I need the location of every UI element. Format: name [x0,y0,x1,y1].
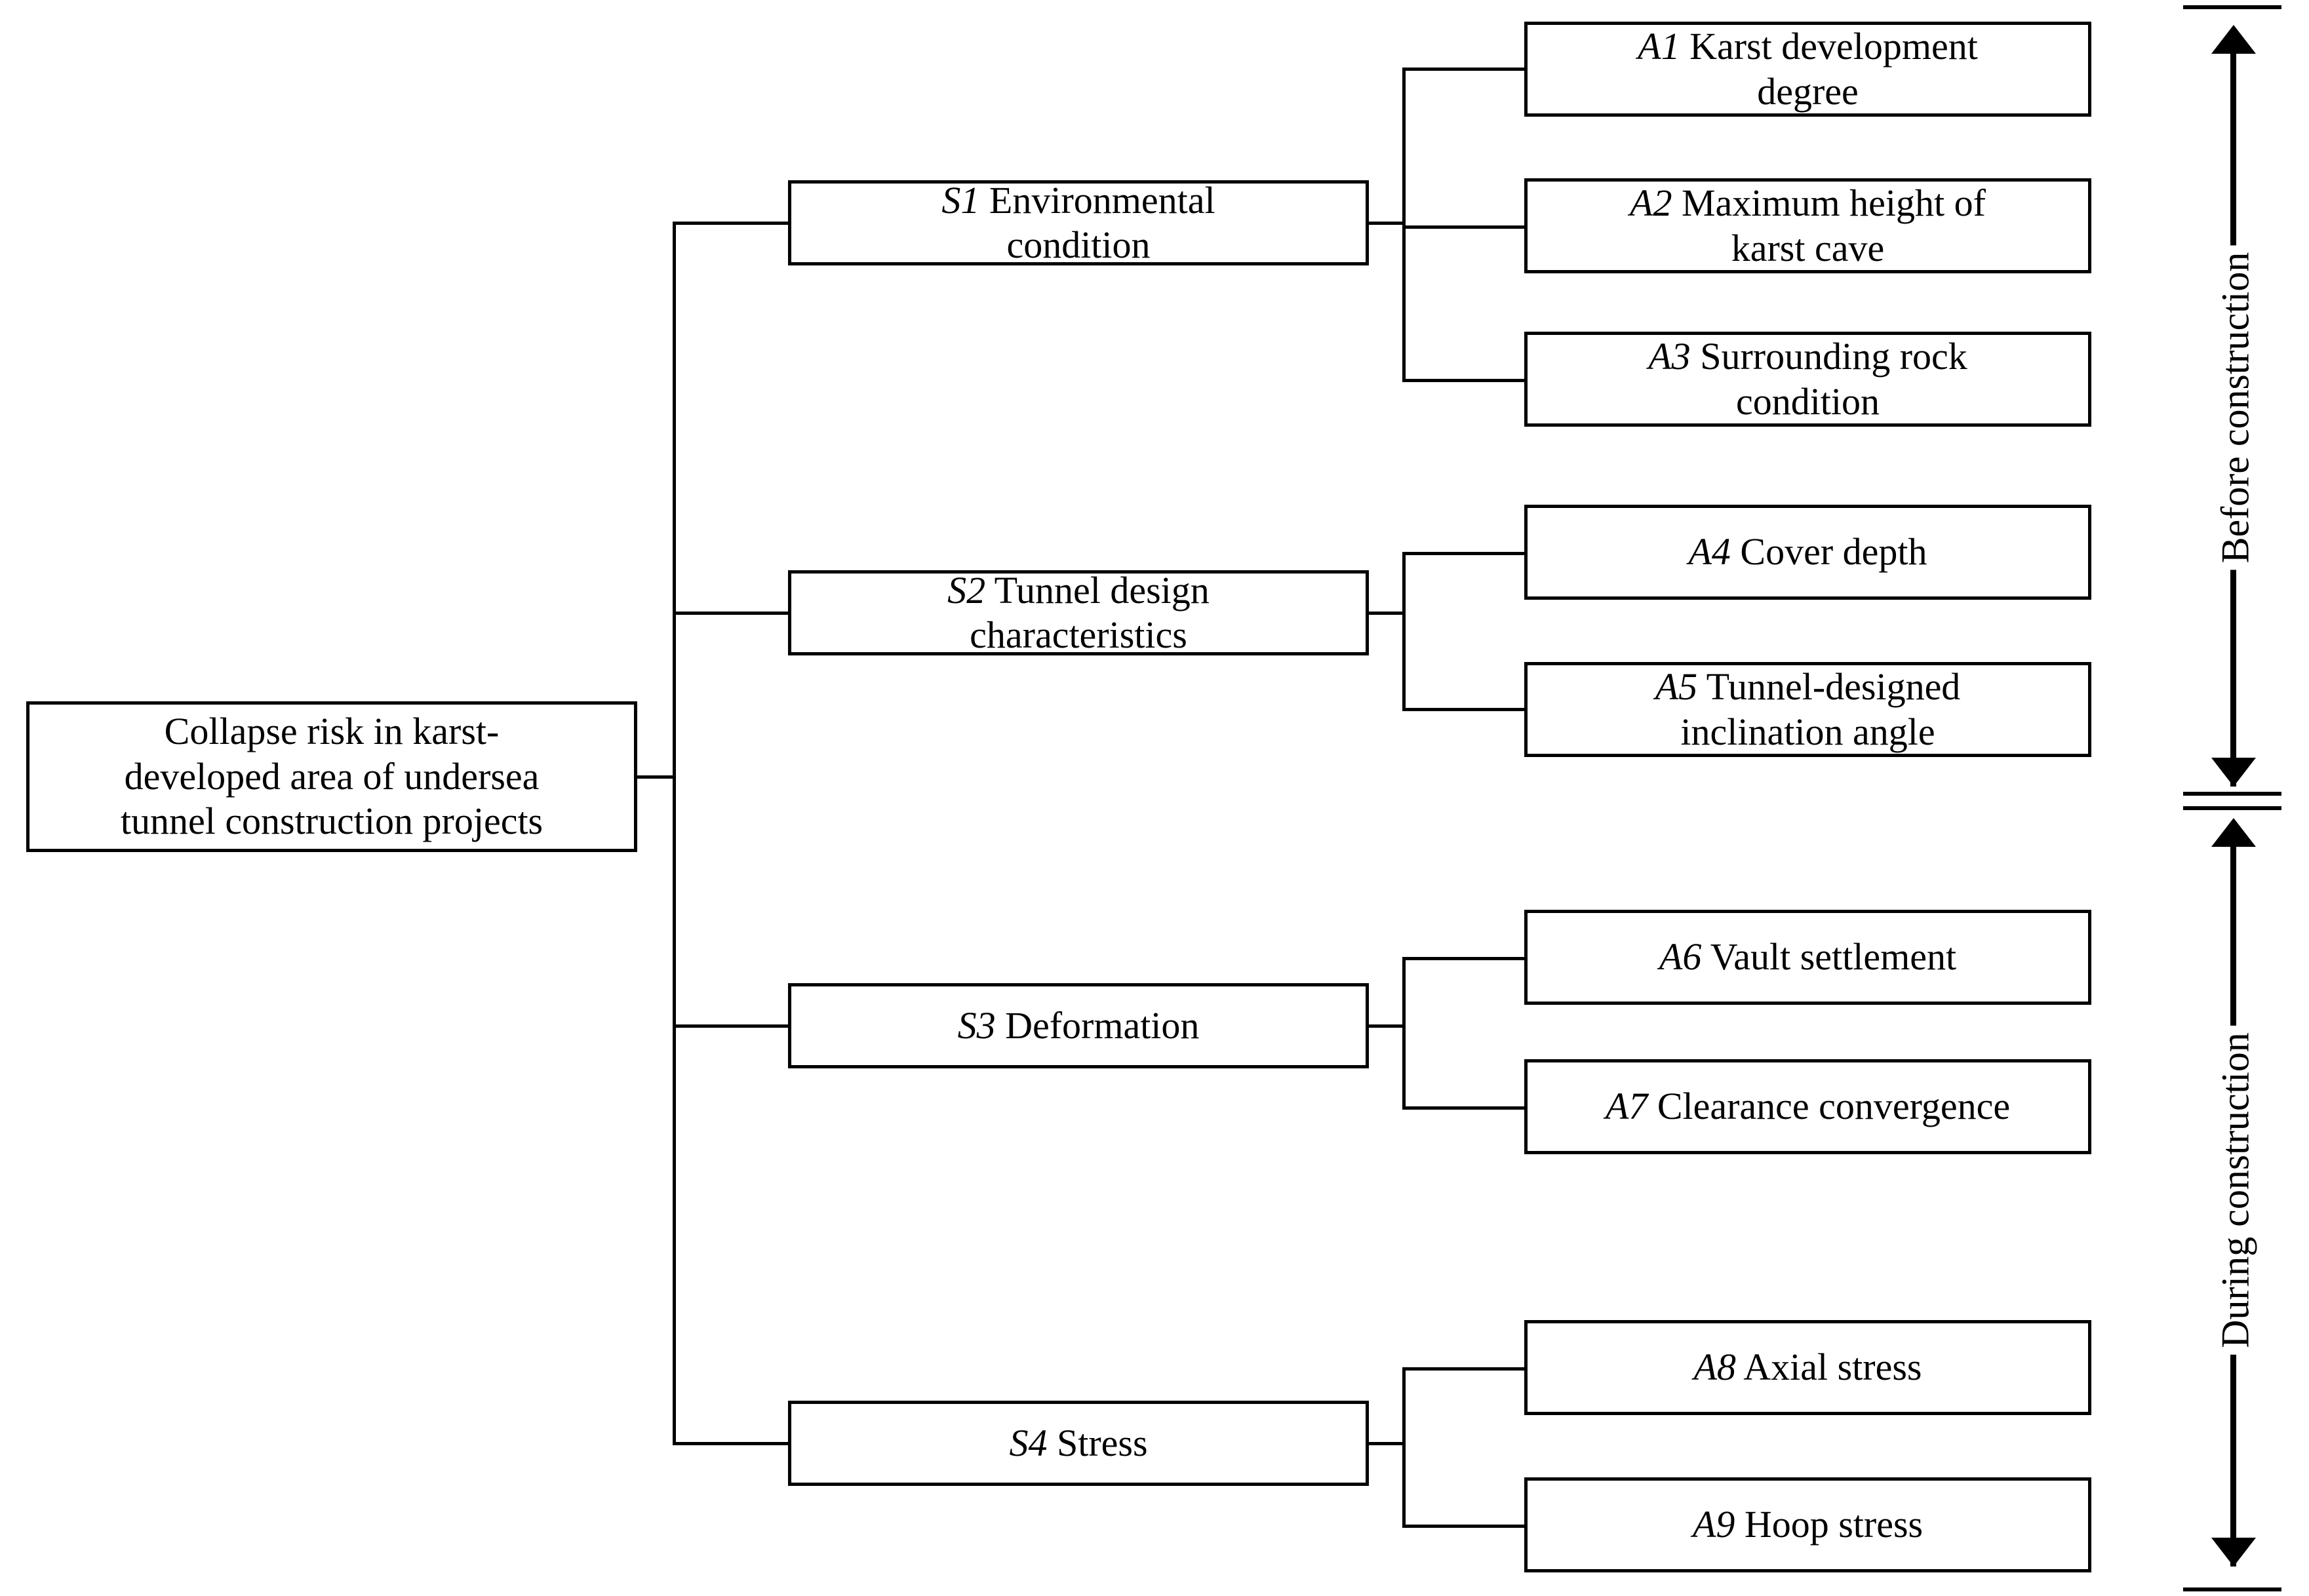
criteria-node-s3-code: S3 [957,1003,996,1047]
criteria-node-s1-code: S1 [941,178,980,222]
criteria-node-s2-code: S2 [947,568,986,612]
phase-during-arrowhead-down [2211,1538,2256,1567]
phase-before-arrowhead-down [2211,758,2256,787]
criteria-node-s1-text: Environmental condition [989,178,1215,266]
indicator-node-a6-label: A6 Vault settlement [1537,935,2079,979]
phase-during-bottom-tick [2183,1587,2281,1591]
connector-stem-to-s4 [673,1442,791,1445]
indicator-node-a9[interactable]: A9 Hoop stress [1524,1477,2091,1572]
indicator-node-a4[interactable]: A4 Cover depth [1524,505,2091,600]
connector-stem-to-s3 [673,1024,791,1028]
connector-stem-to-s1 [673,222,791,225]
connector-stem-to-s2 [673,612,791,615]
connector-s4-to-a9 [1402,1525,1527,1528]
criteria-node-s1-label: S1 Environmental condition [800,178,1356,268]
indicator-node-a7-label: A7 Clearance convergence [1537,1084,2079,1129]
indicator-node-a7[interactable]: A7 Clearance convergence [1524,1059,2091,1154]
indicator-node-a5-label: A5 Tunnel-designed inclination angle [1537,665,2079,754]
indicator-node-a5-text: Tunnel-designed inclination angle [1680,665,1961,753]
phase-before-top-tick [2183,5,2281,9]
root-node[interactable]: Collapse risk in karst- developed area o… [26,701,637,852]
criteria-node-s3-label: S3 Deformation [800,1003,1356,1048]
indicator-node-a2-code: A2 [1630,182,1672,225]
criteria-node-s1[interactable]: S1 Environmental condition [788,178,1369,268]
indicator-node-a6[interactable]: A6 Vault settlement [1524,910,2091,1005]
indicator-node-a1-code: A1 [1638,25,1680,68]
indicator-node-a9-text: Hoop stress [1744,1503,1924,1546]
indicator-node-a4-label: A4 Cover depth [1537,530,2079,574]
indicator-node-a4-code: A4 [1688,530,1731,574]
indicator-node-a1[interactable]: A1 Karst development degree [1524,22,2091,117]
connector-s2-out [1369,612,1406,615]
connector-s4-out [1369,1442,1406,1445]
indicator-node-a6-code: A6 [1659,935,1702,979]
indicator-node-a2-label: A2 Maximum height of karst cave [1537,181,2079,271]
indicator-node-a8-code: A8 [1693,1346,1736,1389]
criteria-node-s3-text: Deformation [1005,1003,1200,1047]
criteria-node-s4-text: Stress [1056,1421,1148,1464]
phase-before-bottom-tick [2183,806,2281,810]
connector-s4-fanstem [1402,1367,1406,1528]
criteria-node-s2-label: S2 Tunnel design characteristics [800,568,1356,658]
connector-s3-to-a6 [1402,957,1527,960]
phase-bracket-before: Before construction [2183,5,2288,810]
indicator-node-a8-label: A8 Axial stress [1537,1345,2079,1390]
indicator-node-a8[interactable]: A8 Axial stress [1524,1320,2091,1415]
criteria-node-s2[interactable]: S2 Tunnel design characteristics [788,568,1369,658]
indicator-node-a7-text: Clearance convergence [1657,1085,2011,1128]
connector-s1-to-a1 [1402,68,1527,71]
connector-root-to-stem [637,775,675,779]
connector-s2-fanstem [1402,552,1406,709]
indicator-node-a9-label: A9 Hoop stress [1537,1502,2079,1547]
indicator-node-a5-code: A5 [1655,665,1698,709]
connector-s1-out [1369,222,1406,225]
indicator-node-a6-text: Vault settlement [1710,935,1957,979]
indicator-node-a3-text: Surrounding rock condition [1700,335,1967,423]
indicator-node-a4-text: Cover depth [1740,530,1927,574]
connector-s1-to-a2 [1402,225,1527,229]
connector-s4-to-a8 [1402,1367,1527,1371]
indicator-node-a7-code: A7 [1605,1085,1648,1128]
connector-s2-to-a4 [1402,552,1527,555]
criteria-node-s4-code: S4 [1009,1421,1048,1464]
criteria-node-s3[interactable]: S3 Deformation [788,983,1369,1068]
criteria-node-s4[interactable]: S4 Stress [788,1401,1369,1486]
connector-s3-out [1369,1024,1406,1028]
indicator-node-a9-code: A9 [1692,1503,1735,1546]
phase-before-label: Before construction [2213,245,2259,570]
indicator-node-a3-label: A3 Surrounding rock condition [1537,334,2079,424]
indicator-node-a2-text: Maximum height of karst cave [1681,182,1986,269]
indicator-node-a2[interactable]: A2 Maximum height of karst cave [1524,178,2091,273]
phase-bracket-during: During construction [2183,792,2288,1591]
connector-s2-to-a5 [1402,708,1527,711]
indicator-node-a8-text: Axial stress [1743,1346,1922,1389]
criteria-node-s2-text: Tunnel design characteristics [970,568,1210,656]
connector-s3-fanstem [1402,957,1406,1108]
indicator-node-a3-code: A3 [1648,335,1691,378]
phase-during-top-tick [2183,792,2281,796]
indicator-node-a1-text: Karst development degree [1689,25,1978,113]
connector-s3-to-a7 [1402,1106,1527,1110]
indicator-node-a1-label: A1 Karst development degree [1537,24,2079,114]
phase-during-label: During construction [2213,1026,2259,1355]
connector-s1-fanstem [1402,68,1406,380]
criteria-node-s4-label: S4 Stress [800,1421,1356,1466]
connector-s1-to-a3 [1402,379,1527,382]
indicator-node-a3[interactable]: A3 Surrounding rock condition [1524,332,2091,427]
indicator-node-a5[interactable]: A5 Tunnel-designed inclination angle [1524,662,2091,757]
connector-main-stem [673,223,676,1445]
root-node-label: Collapse risk in karst- developed area o… [120,710,543,843]
